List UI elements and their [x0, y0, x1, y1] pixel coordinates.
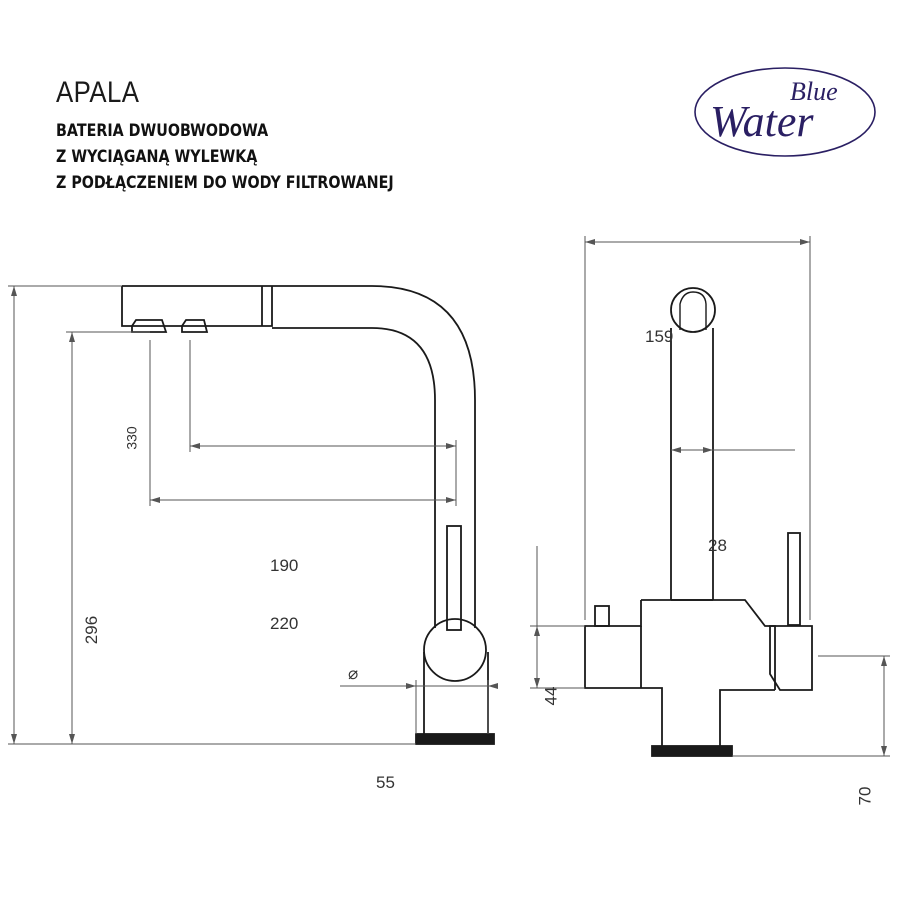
subtitle-line-2: Z WYCIĄGANĄ WYLEWKĄ: [56, 147, 258, 167]
subtitle-line-3: Z PODŁĄCZENIEM DO WODY FILTROWANEJ: [56, 173, 394, 193]
dimension-70-label: 70: [855, 786, 875, 806]
dimension-28-label: 28: [708, 536, 727, 555]
logo-text-water: Water: [710, 97, 814, 146]
blue-water-logo: Blue Water: [694, 67, 876, 157]
subtitle-line-1: BATERIA DWUOBWODOWA: [56, 121, 269, 141]
dimension-arrows: [11, 239, 887, 756]
product-title: APALA: [56, 76, 140, 109]
dimension-190-label: 190: [270, 556, 299, 575]
dimension-159-label: 159: [645, 327, 674, 346]
dimension-44-label: 44: [541, 686, 561, 706]
dimension-296-label: 296: [82, 615, 102, 645]
dimension-lines: [8, 236, 890, 757]
dimension-220-label: 220: [270, 614, 299, 633]
left-view-faucet: [121, 285, 495, 745]
diameter-symbol: ⌀: [348, 664, 359, 683]
dimension-55-label: 55: [376, 773, 395, 792]
right-view-faucet: [584, 287, 813, 757]
dimension-330-label: 330: [123, 426, 140, 450]
logo-text-blue: Blue: [790, 77, 838, 106]
